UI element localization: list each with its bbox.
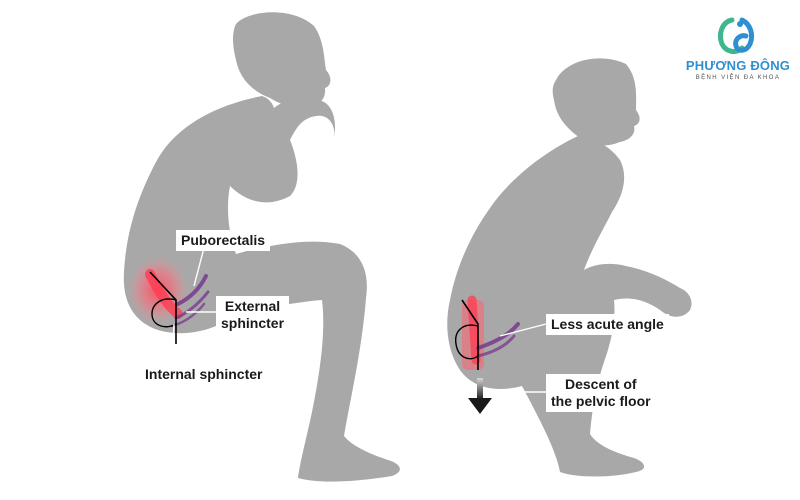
label-descent-line1: Descent of bbox=[565, 376, 637, 392]
squatting-body bbox=[447, 136, 692, 477]
puborectalis-muscle bbox=[176, 274, 208, 306]
left-anorectal-region bbox=[128, 247, 224, 363]
leader-angle bbox=[499, 323, 547, 337]
right-angle-arc bbox=[455, 324, 479, 360]
external-sphincter-muscle bbox=[174, 290, 210, 320]
right-anorectal-region bbox=[455, 295, 550, 414]
logo-subtitle: BỆNH VIỆN ĐA KHOA bbox=[695, 75, 781, 81]
label-external-sphincter: External sphincter bbox=[216, 296, 290, 334]
label-external-line1: External bbox=[224, 298, 281, 314]
right-angle-lines bbox=[461, 299, 479, 370]
logo-name: PHƯƠNG ĐÔNG bbox=[685, 58, 791, 73]
leader-internal bbox=[171, 323, 175, 363]
squatting-figure bbox=[447, 58, 692, 477]
label-external-line2: sphincter bbox=[221, 315, 285, 331]
right-puborectalis-muscle bbox=[476, 322, 520, 350]
logo-mark-icon bbox=[717, 17, 755, 54]
right-rectum bbox=[467, 295, 481, 365]
hospital-logo: PHƯƠNG ĐÔNG BỆNH VIỆN ĐA KHOA bbox=[684, 14, 792, 86]
label-internal-sphincter: Internal sphincter bbox=[140, 364, 268, 385]
sitting-figure bbox=[123, 12, 400, 482]
left-rectum bbox=[145, 269, 183, 319]
squatting-head bbox=[552, 58, 640, 146]
leader-puborectalis bbox=[193, 247, 205, 287]
sitting-body bbox=[123, 96, 400, 482]
right-sphincter-muscle bbox=[476, 334, 516, 358]
descent-arrow-shaft bbox=[477, 378, 483, 400]
sitting-head bbox=[233, 12, 331, 107]
label-puborectalis: Puborectalis bbox=[176, 230, 271, 251]
label-descent-line2: the pelvic floor bbox=[551, 393, 651, 409]
left-angle-arc bbox=[151, 298, 177, 328]
label-less-acute-angle: Less acute angle bbox=[546, 314, 669, 335]
descent-arrow-head bbox=[468, 398, 492, 414]
label-descent-pelvic-floor: Descent of the pelvic floor bbox=[546, 374, 656, 412]
